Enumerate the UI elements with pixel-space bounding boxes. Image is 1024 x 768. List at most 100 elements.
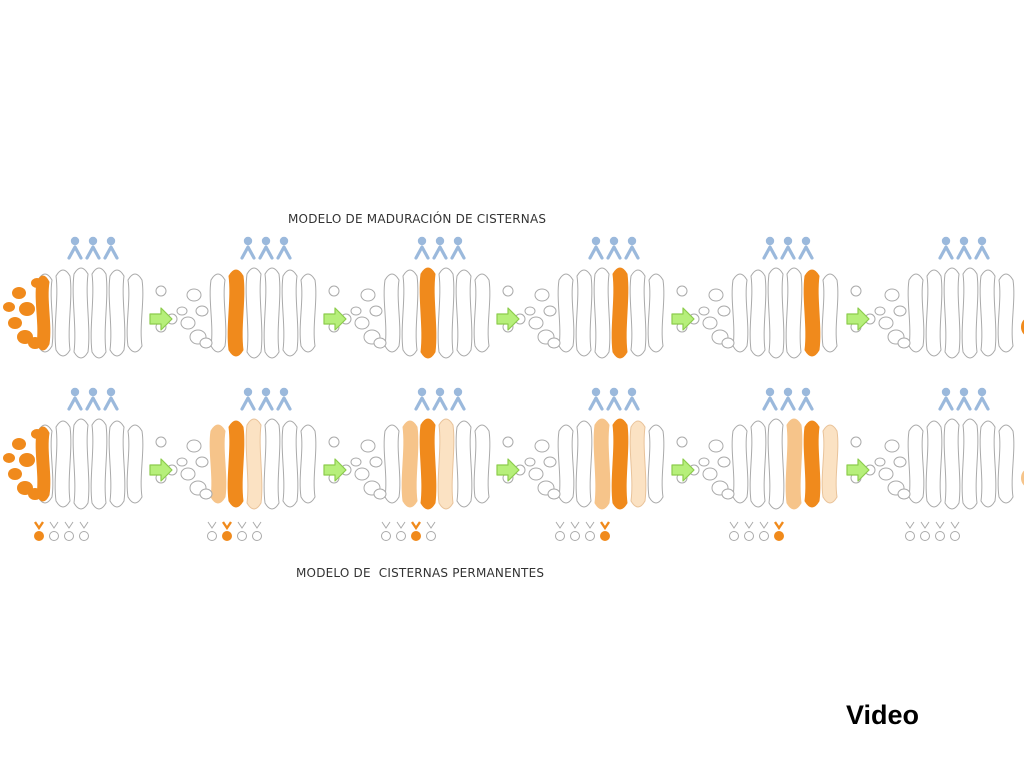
membrane-fragment [186, 439, 202, 453]
cisterna [979, 269, 997, 357]
coat-protein-head [279, 236, 289, 246]
coat-protein-arm [798, 396, 814, 411]
golgi-stack-r1-s3 [514, 387, 688, 541]
coat-protein-arm [414, 245, 430, 260]
coat-protein-head [453, 387, 463, 397]
maturation-model-title: MODELO DE MADURACIÓN DE CISTERNAS [288, 212, 547, 226]
membrane-fragment [702, 467, 718, 481]
cisterna [126, 273, 144, 353]
membrane-fragment [702, 316, 718, 330]
cargo-blob [19, 302, 35, 316]
vesicle-coat [600, 521, 610, 531]
budding-vesicle [34, 531, 44, 541]
budding-vesicle [774, 531, 784, 541]
budding-vesicle [729, 531, 739, 541]
arrow-icon [496, 307, 520, 331]
coat-protein-head [941, 387, 951, 397]
budding-vesicle [396, 531, 406, 541]
cisterna [54, 269, 72, 357]
cisterna [821, 424, 839, 504]
cisterna [647, 424, 665, 504]
budding-vesicle [600, 531, 610, 541]
cisterna [245, 418, 263, 510]
golgi-stack-r0-s1 [166, 236, 340, 359]
golgi-stack-r0-s3 [514, 236, 688, 359]
coat-protein-head [435, 387, 445, 397]
coat-protein-head [261, 387, 271, 397]
cisterna [647, 273, 665, 353]
progress-arrow-1-1 [323, 458, 347, 482]
coat-protein-head [941, 236, 951, 246]
coat-protein-arm [432, 245, 448, 260]
membrane-fragment [708, 288, 724, 302]
arrow-icon [149, 307, 173, 331]
video-link[interactable]: Video [846, 700, 920, 730]
coat-protein-arm [103, 396, 119, 411]
free-vesicle [850, 436, 862, 448]
progress-arrow-1-4 [846, 458, 870, 482]
cisterna [126, 424, 144, 504]
membrane-fragment [180, 316, 196, 330]
membrane-fragment [547, 337, 561, 349]
membrane-fragment [878, 467, 894, 481]
vesicle-coat [935, 521, 945, 529]
cisterna [767, 267, 785, 359]
arrow-icon [149, 458, 173, 482]
cargo-cisterna [35, 426, 51, 502]
membrane-fragment [373, 488, 387, 500]
arrow-icon [323, 307, 347, 331]
cisterna [821, 273, 839, 353]
cisterna [785, 418, 803, 510]
vesicle-coat [426, 521, 436, 529]
golgi-stack-r0-s4 [688, 236, 862, 359]
coat-protein-head [801, 387, 811, 397]
golgi-stack-r0-s2 [340, 236, 514, 359]
cisterna [575, 269, 593, 357]
cisterna [209, 424, 227, 504]
budding-vesicle [585, 531, 595, 541]
cargo-blob [1021, 470, 1024, 486]
budding-vesicle [252, 531, 262, 541]
membrane-fragment [543, 305, 557, 317]
golgi-stack-r1-s2 [340, 387, 514, 541]
cisterna [54, 420, 72, 508]
golgi-stack-r0-s0 [3, 236, 167, 359]
cisterna [803, 269, 821, 357]
cisterna [961, 267, 979, 359]
cisterna [731, 273, 749, 353]
progress-arrow-0-3 [671, 307, 695, 331]
cargo-blob [8, 468, 22, 480]
coat-protein-head [977, 387, 987, 397]
vesicle-coat [729, 521, 739, 529]
coat-protein-head [765, 236, 775, 246]
membrane-fragment [360, 439, 376, 453]
free-vesicle [328, 285, 340, 297]
coat-protein-arm [450, 245, 466, 260]
membrane-fragment [354, 467, 370, 481]
cisterna [72, 418, 90, 510]
cisterna [419, 418, 437, 510]
cisterna [455, 269, 473, 357]
cisterna [611, 418, 629, 510]
golgi-stack-r1-s0 [3, 387, 167, 541]
vesicle-coat [570, 521, 580, 529]
cisterna [629, 269, 647, 357]
vesicle-coat [585, 521, 595, 529]
coat-protein-arm [588, 396, 604, 411]
budding-vesicle [426, 531, 436, 541]
vesicle-coat [905, 521, 915, 529]
cisterna [455, 420, 473, 508]
coat-protein-arm [624, 245, 640, 260]
vesicle-coat [222, 521, 232, 531]
vesicle-coat [774, 521, 784, 531]
membrane-fragment [524, 457, 536, 467]
golgi-stack-r1-s4 [688, 387, 862, 541]
cisterna [209, 273, 227, 353]
membrane-fragment [524, 306, 536, 316]
membrane-fragment [721, 488, 735, 500]
coat-protein-head [453, 236, 463, 246]
coat-protein-arm [85, 245, 101, 260]
cisterna [731, 424, 749, 504]
coat-protein-head [959, 236, 969, 246]
cisterna [90, 418, 108, 510]
